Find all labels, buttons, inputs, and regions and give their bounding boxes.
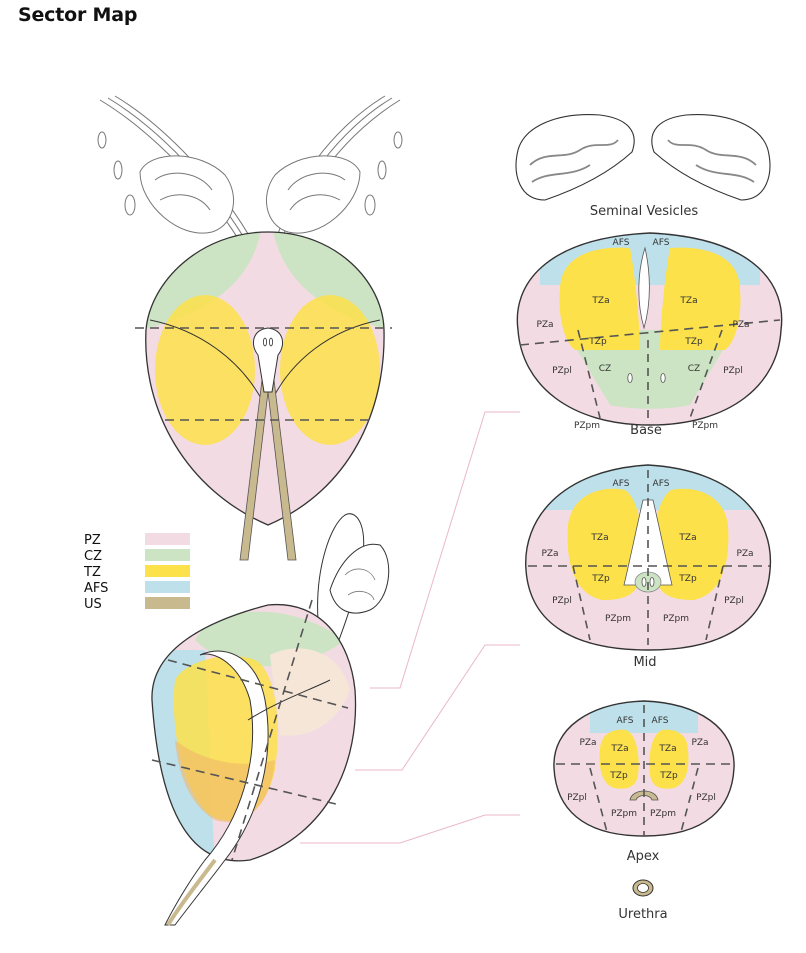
caption-seminal-vesicles: Seminal Vesicles xyxy=(590,204,698,219)
urethra-figure xyxy=(632,879,654,897)
mid-label-tzp-left: TZp xyxy=(591,574,610,584)
base-tz-left xyxy=(559,247,640,350)
seminal-vesicles xyxy=(515,114,771,201)
caption-mid: Mid xyxy=(633,655,656,670)
caption-apex: Apex xyxy=(627,849,660,864)
caption-urethra: Urethra xyxy=(618,907,667,922)
sagittal-outline xyxy=(151,603,357,862)
base-label-pzpl-left: PZpl xyxy=(552,366,572,376)
sagittal-urethra xyxy=(164,650,269,926)
base-outline xyxy=(516,232,783,426)
legend-swatch-us xyxy=(145,597,190,609)
legend-label-pz: PZ xyxy=(84,533,101,548)
mid-label-tza-right: TZa xyxy=(678,533,696,543)
base-label-afs-left: AFS xyxy=(613,238,630,248)
apex-label-afs-right: AFS xyxy=(652,716,669,726)
base-label-pzpm-right: PZpm xyxy=(692,421,718,431)
apex-label-tzp-left: TZp xyxy=(609,771,628,781)
apex-tz-right xyxy=(649,729,689,789)
apex-label-pza-right: PZa xyxy=(691,738,708,748)
mid-label-pzpm-right: PZpm xyxy=(663,614,689,624)
page-title: Sector Map xyxy=(18,4,138,26)
mid-label-afs-left: AFS xyxy=(613,479,630,489)
coronal-tz-right xyxy=(280,295,380,445)
connector-lines xyxy=(300,411,520,844)
legend-label-tz: TZ xyxy=(83,565,101,580)
mid-label-afs-right: AFS xyxy=(653,479,670,489)
apex-label-pzpm-left: PZpm xyxy=(611,809,637,819)
legend-label-afs: AFS xyxy=(84,581,108,596)
seminal-vesicle-right xyxy=(651,114,771,201)
apex-section: AFS AFS PZa PZa TZa TZa TZp TZp PZpl PZp… xyxy=(553,700,735,837)
mid-tz-right xyxy=(653,488,729,600)
legend-swatch-tz xyxy=(145,565,190,577)
coronal-tz-left xyxy=(155,295,255,445)
mid-label-pzpl-left: PZpl xyxy=(552,596,572,606)
apex-label-pzpl-right: PZpl xyxy=(696,793,716,803)
seminal-vesicle-left xyxy=(515,114,635,201)
sagittal-view xyxy=(151,513,390,927)
caption-base: Base xyxy=(630,423,662,438)
base-label-cz-right: CZ xyxy=(688,364,700,374)
apex-label-pzpm-right: PZpm xyxy=(650,809,676,819)
legend: PZ CZ TZ AFS US xyxy=(83,533,190,612)
mid-label-tzp-right: TZp xyxy=(678,574,697,584)
base-urethra xyxy=(638,246,650,330)
mid-label-pza-right: PZa xyxy=(736,549,753,559)
sagittal-seminal-vesicle xyxy=(329,543,390,614)
base-section: AFS AFS TZa TZa PZa PZa TZp TZp CZ CZ PZ… xyxy=(516,232,783,431)
sagittal-pz-pale xyxy=(270,648,350,736)
legend-label-us: US xyxy=(84,597,102,612)
mid-tz-left xyxy=(567,488,643,600)
legend-swatch-afs xyxy=(145,581,190,593)
base-label-tza-right: TZa xyxy=(679,296,697,306)
apex-tz-left xyxy=(599,729,639,789)
mid-section: AFS AFS TZa TZa PZa PZa TZp TZp PZpl PZp… xyxy=(525,464,772,651)
mid-label-tza-left: TZa xyxy=(590,533,608,543)
coronal-view xyxy=(97,95,403,561)
base-label-tza-left: TZa xyxy=(591,296,609,306)
base-label-pzpl-right: PZpl xyxy=(723,366,743,376)
apex-label-tza-left: TZa xyxy=(610,744,628,754)
apex-label-pza-left: PZa xyxy=(579,738,596,748)
apex-label-afs-left: AFS xyxy=(617,716,634,726)
legend-swatch-pz xyxy=(145,533,190,545)
apex-label-pzpl-left: PZpl xyxy=(567,793,587,803)
legend-swatch-cz xyxy=(145,549,190,561)
apex-label-tza-right: TZa xyxy=(658,744,676,754)
coronal-seminal-vesicles xyxy=(97,95,403,251)
coronal-outline xyxy=(145,231,385,526)
legend-label-cz: CZ xyxy=(84,549,102,564)
base-label-tzp-left: TZp xyxy=(588,337,607,347)
mid-label-pzpm-left: PZpm xyxy=(605,614,631,624)
base-label-pza-left: PZa xyxy=(536,320,553,330)
mid-label-pza-left: PZa xyxy=(541,549,558,559)
apex-outline xyxy=(553,700,735,837)
base-label-pzpm-left: PZpm xyxy=(574,421,600,431)
apex-label-tzp-right: TZp xyxy=(659,771,678,781)
base-label-pza-right: PZa xyxy=(732,320,749,330)
mid-outline xyxy=(525,464,772,651)
base-label-afs-right: AFS xyxy=(653,238,670,248)
base-label-cz-left: CZ xyxy=(599,364,611,374)
base-tz-right xyxy=(660,247,741,350)
mid-label-pzpl-right: PZpl xyxy=(724,596,744,606)
base-label-tzp-right: TZp xyxy=(684,337,703,347)
